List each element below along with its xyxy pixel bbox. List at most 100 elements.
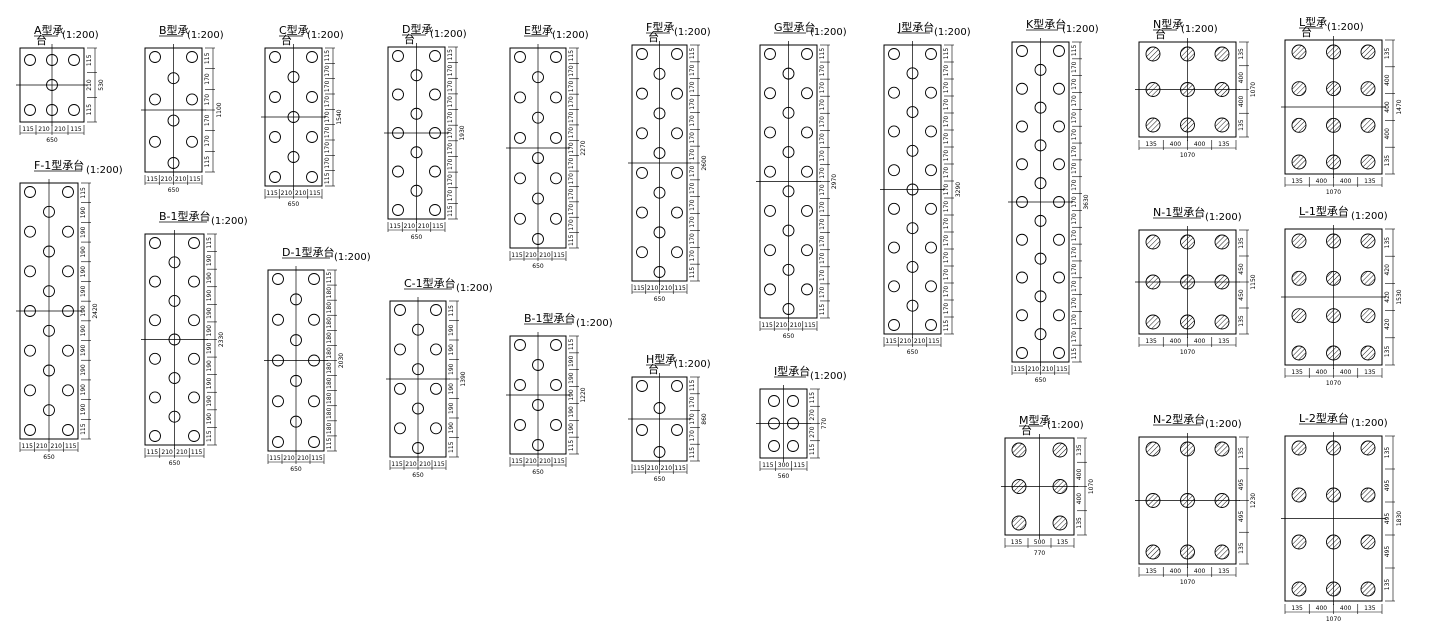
- pile-circle: [1145, 234, 1161, 250]
- pile-circle: [653, 402, 666, 414]
- pile-circle: [636, 87, 648, 100]
- dim-label: 115: [809, 443, 816, 455]
- pile-circle: [290, 293, 302, 306]
- dim-label: 170: [689, 396, 696, 408]
- pile-circle: [550, 212, 562, 225]
- dim-label: 170: [1071, 95, 1078, 107]
- dim-label: 170: [819, 184, 826, 196]
- pile-circle: [1291, 487, 1307, 503]
- dim-label: 115: [22, 126, 34, 133]
- pile-circle: [514, 212, 526, 225]
- scale-label: (1:200): [810, 371, 847, 382]
- pile-circle: [43, 285, 55, 298]
- dim-label: 135: [1384, 345, 1391, 357]
- pile-circle: [782, 185, 795, 198]
- pile-circle: [1011, 515, 1027, 531]
- dim-label: 170: [819, 218, 826, 230]
- dim-label: 115: [568, 339, 575, 351]
- pile-circle: [149, 93, 161, 106]
- dim-label: 115: [447, 205, 454, 217]
- dim-label: 495: [1238, 479, 1245, 491]
- pile-circle: [1360, 345, 1376, 361]
- pile-circle: [68, 104, 80, 116]
- height-total: 2600: [701, 155, 708, 170]
- pile-circle: [925, 202, 937, 215]
- dim-label: 210: [176, 449, 188, 456]
- dim-label: 210: [790, 322, 802, 329]
- dim-label: 170: [1071, 162, 1078, 174]
- pile-circle: [429, 50, 441, 62]
- cap-title-suffix: 台: [36, 33, 47, 47]
- dim-label: 115: [568, 440, 575, 452]
- dim-label: 115: [1056, 366, 1068, 373]
- pile-circle: [1016, 120, 1028, 133]
- pile-circle: [906, 144, 919, 157]
- dim-label: 190: [448, 324, 455, 336]
- dim-label: 190: [206, 307, 213, 319]
- dim-label: 135: [1384, 447, 1391, 459]
- dim-label: 400: [1384, 101, 1391, 113]
- dim-label: 170: [447, 96, 454, 108]
- width-total: 650: [532, 469, 544, 476]
- scale-label: (1:200): [86, 165, 123, 176]
- pile-circle: [1291, 44, 1307, 60]
- pile-circle: [514, 91, 526, 104]
- pile-circle: [46, 54, 58, 66]
- cap-title: C-1型承台: [404, 276, 456, 290]
- dim-label: 135: [1238, 315, 1245, 327]
- pile-circle: [1145, 46, 1161, 62]
- dim-label: 180: [326, 287, 333, 299]
- pile-circle: [906, 222, 919, 235]
- height-total: 1220: [580, 387, 587, 402]
- pile-circle: [636, 206, 648, 219]
- scale-label: (1:200): [1181, 24, 1218, 35]
- pile-circle: [1214, 314, 1230, 330]
- dim-label: 180: [326, 392, 333, 404]
- dim-label: 180: [326, 377, 333, 389]
- pile-circle: [24, 344, 36, 357]
- pile-circle: [801, 87, 813, 100]
- pile-circle: [1360, 270, 1376, 286]
- dim-label: 170: [447, 127, 454, 139]
- pile-circle: [782, 303, 795, 315]
- pile-circle: [287, 151, 300, 163]
- dim-label: 170: [689, 115, 696, 127]
- dim-label: 210: [297, 455, 309, 462]
- dim-label: 115: [146, 176, 158, 183]
- cap-title: C型承: [279, 23, 309, 37]
- pile-circle: [550, 419, 562, 431]
- dim-label: 170: [689, 216, 696, 228]
- dim-label: 170: [819, 65, 826, 77]
- pile-circle: [188, 237, 200, 249]
- pile-circle: [306, 91, 318, 103]
- pile-circle: [1291, 81, 1307, 97]
- pile-circle: [149, 237, 161, 249]
- pile-circle: [24, 424, 36, 436]
- pile-circle: [1291, 117, 1307, 133]
- cap-title-suffix: 台: [1301, 25, 1312, 39]
- dim-label: 115: [928, 338, 940, 345]
- dim-label: 190: [206, 413, 213, 425]
- cap-title: N-2型承台: [1153, 412, 1205, 426]
- pile-circle: [1214, 493, 1230, 508]
- dim-label: 115: [885, 338, 897, 345]
- pile-circle: [1326, 270, 1341, 286]
- dim-label: 115: [147, 449, 159, 456]
- dim-label: 170: [689, 182, 696, 194]
- dim-label: 115: [511, 252, 523, 259]
- dim-label: 400: [1076, 468, 1083, 480]
- pile-circle: [287, 111, 300, 123]
- dim-label: 180: [326, 332, 333, 344]
- pile-circle: [532, 399, 544, 411]
- pile-circle: [801, 204, 813, 217]
- dim-label: 190: [568, 406, 575, 418]
- height-total: 770: [821, 418, 828, 430]
- pile-circle: [308, 313, 320, 326]
